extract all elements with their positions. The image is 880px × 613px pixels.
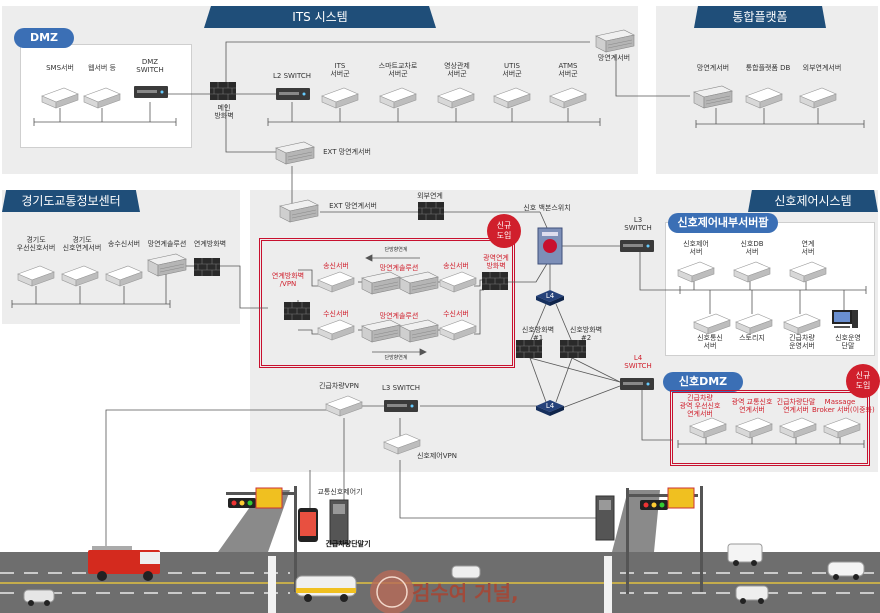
signal-vpn-label: 신호제어VPN [416, 452, 457, 460]
its-node-label: L2 SWITCH [272, 72, 312, 80]
signal-internal-zone [665, 222, 875, 356]
signal-dmz-box [670, 390, 870, 466]
emergency-vpn-label: 긴급차량VPN [318, 382, 359, 390]
gyeonggi-node-label: 송수신서버 [107, 240, 141, 248]
platform-node-label: 망연계서버 [696, 64, 730, 72]
terminal-label: 긴급차량단말기 [325, 540, 371, 548]
external-link-label: 외부연계 [417, 192, 443, 200]
ext-link-label: EXT 망연계서버 [329, 202, 377, 210]
gyeonggi-zone [2, 190, 240, 324]
dmz-node-label: 웹서버 등 [88, 64, 116, 72]
dmz-node-label: SMS서버 [46, 64, 74, 72]
internal-node-label: 신호운영 단말 [835, 334, 861, 350]
send-server-label: 송신서버 [323, 262, 349, 270]
l4-top-label: L4 [545, 292, 555, 300]
gyeonggi-node-label: 경기도 신호연계서버 [62, 236, 102, 252]
gyeonggi-title: 경기도교통정보센터 [2, 190, 140, 212]
internal-node-label: 신호통신 서버 [697, 334, 723, 350]
its-link-server-label: 망연계서버 [597, 54, 631, 62]
signal-dmz-node-label: 광역 교통신호 연계서버 [731, 398, 773, 414]
internal-node-label: 연계 서버 [801, 240, 815, 256]
its-node-label: 스마트교차로 서버군 [378, 62, 418, 78]
l4-bottom-label: L4 [545, 402, 555, 410]
backbone-switch-label: 신호 백본스위치 [523, 204, 571, 212]
signal-internal-pill: 신호제어내부서버팜 [668, 213, 778, 233]
recv-server-r-label: 수신서버 [443, 310, 469, 318]
gyeonggi-node-label: 연계방화벽 [193, 240, 227, 248]
its-node-label: 영상관제 서버군 [444, 62, 470, 78]
new-link-box [259, 238, 515, 368]
internal-node-label: 긴급차량 운영서버 [789, 334, 815, 350]
send-server-r-label: 송신서버 [443, 262, 469, 270]
signal-dmz-node-label: Massage Broker 서버(이중화) [812, 398, 875, 414]
dmz-node-label: DMZ SWITCH [136, 58, 164, 74]
one-way-top-label: 단방향연계 [384, 247, 408, 253]
dmz-pill: DMZ [14, 28, 74, 48]
wide-fw-label: 광역연계 방화벽 [483, 254, 509, 270]
watermark-text: 검수여 거널, [412, 581, 519, 605]
l3-switch-label: L3 SWITCH [624, 216, 652, 232]
platform-node-label: 통합플랫폼 DB [745, 64, 791, 72]
signal-dmz-node-label: 긴급차량 광역 우선신호 연계서버 [679, 394, 721, 418]
signal-fw1-label: 신호방화벽 #1 [521, 326, 555, 342]
its-title: ITS 시스템 [204, 6, 436, 28]
its-node-label: UTIS 서버군 [502, 62, 522, 78]
controller-label: 교통신호제어기 [317, 488, 363, 496]
recv-server-label: 수신서버 [323, 310, 349, 318]
new-badge-center: 신규 도입 [487, 214, 521, 248]
field-l3-switch-label: L3 SWITCH [381, 384, 421, 392]
signal-dmz-pill: 신호DMZ [663, 372, 743, 392]
platform-title: 통합플랫폼 [694, 6, 826, 28]
link-solution-bottom-label: 망연계솔루션 [379, 312, 419, 320]
link-solution-top-label: 망연계솔루션 [379, 264, 419, 272]
new-badge-dmz: 신규 도입 [846, 364, 880, 398]
l4-switch-label: L4 SWITCH [624, 354, 652, 370]
one-way-bottom-label: 단방향연계 [384, 355, 408, 361]
link-fw-vpn-label: 연계방화벽 /VPN [271, 272, 305, 288]
gyeonggi-node-label: 경기도 우선신호서버 [16, 236, 56, 252]
internal-node-label: 신호제어 서버 [683, 240, 709, 256]
signal-fw2-label: 신호방화벽 #2 [569, 326, 603, 342]
its-ext-link-label: EXT 망연계서버 [323, 148, 371, 156]
internal-node-label: 신호DB 서버 [740, 240, 764, 256]
signal-dmz-node-label: 긴급차량단말 연계서버 [776, 398, 816, 414]
internal-node-label: 스토리지 [739, 334, 765, 342]
gyeonggi-node-label: 망연계솔루션 [147, 240, 187, 248]
platform-node-label: 외부연계서버 [802, 64, 842, 72]
signal-control-title: 신호제어시스템 [748, 190, 878, 212]
its-firewall-label: 메인 방화벽 [214, 104, 234, 120]
its-node-label: ATMS 서버군 [558, 62, 578, 78]
its-node-label: ITS 서버군 [330, 62, 350, 78]
